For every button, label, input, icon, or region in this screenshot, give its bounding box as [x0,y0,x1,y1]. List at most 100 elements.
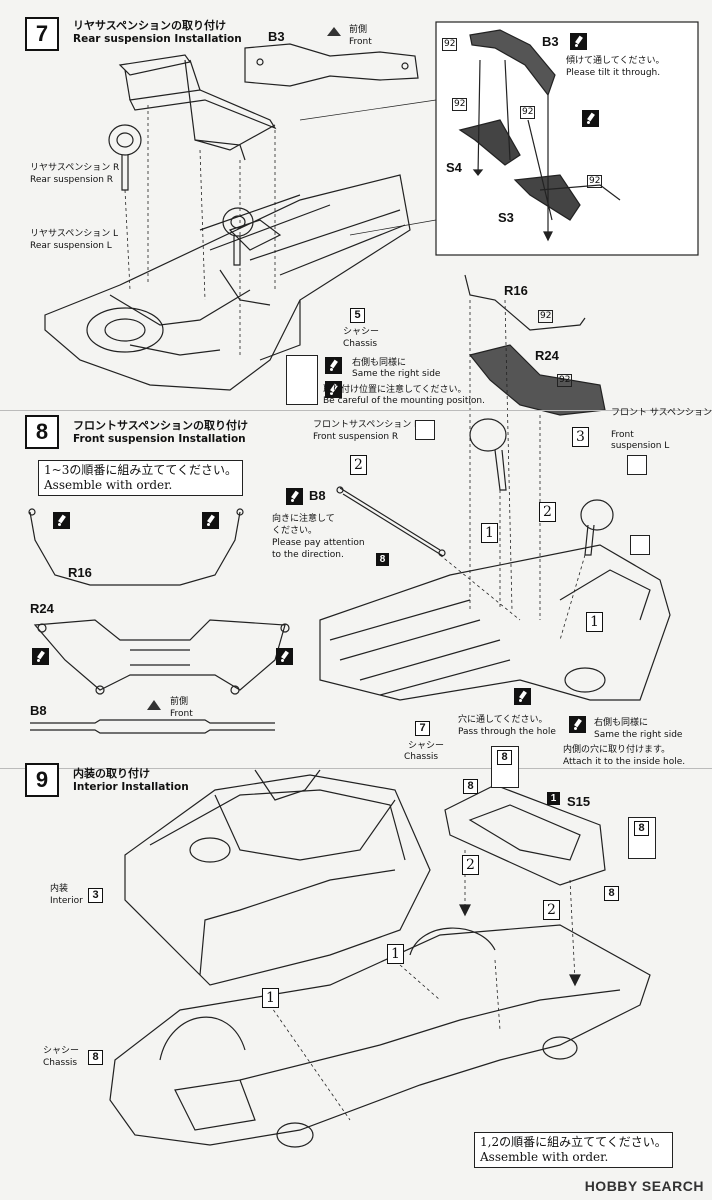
interior-tub-drawing [124,769,431,986]
front-en-2: Front [170,709,193,719]
step-8-title-jp: フロントサスペンションの取り付け [73,419,249,432]
chassis-part-number: 5 [350,308,365,323]
s15-label: S15 [567,794,591,809]
order-note: 1~3の順番に組み立ててください。 Assemble with order. [38,460,243,496]
step-7-title-jp: リヤサスペンションの取り付け [73,19,227,32]
s3-label: S3 [498,210,514,225]
b3-part-outline [244,43,419,87]
step-8-title-en: Front suspension Installation [73,433,246,445]
tag-92-b: 92 [557,374,573,387]
direction-en-2: to the direction. [272,550,344,560]
detail-8-d: 8 [604,886,619,901]
front-suspension-r-en: Front suspension R [313,432,399,442]
mount-detail-box [286,355,318,405]
floor-chassis-drawing [109,924,651,1148]
chassis-num-7: 7 [415,721,430,736]
front-strut-l [580,499,614,556]
rear-suspension-member [118,54,277,161]
direction-jp-1: 向きに注意して [272,514,335,524]
chassis-jp-2: シャシー [408,741,445,751]
order-note-2: 1,2の順番に組み立ててください。 Assemble with order. [474,1132,673,1168]
chassis-part-8: 8 [88,1050,103,1065]
b3-label: B3 [268,29,285,44]
seq-2-b: 2 [543,900,560,920]
rear-strut-l [222,207,254,266]
chassis-en: Chassis [343,339,378,349]
r24-member-outline [33,619,290,695]
glue-icon-1 [53,512,70,529]
sequence-2-right: 2 [539,502,556,522]
rear-suspension-l-en: Rear suspension L [30,241,112,251]
front-arrow-icon [327,27,341,36]
interior-en: Interior [50,896,83,906]
caution-icon [325,357,342,374]
r16-front-label: R16 [504,283,528,298]
step-9-title-en: Interior Installation [73,781,189,793]
inside-en: Attach it to the inside hole. [563,757,686,767]
rear-suspension-r-jp: リヤサスペンション R [30,163,120,173]
interior-guide-lines [269,850,576,1121]
front-arrow-icon-2 [147,700,161,710]
r24-label: R24 [30,601,54,616]
caution-icon-2 [325,381,342,398]
hole-jp: 穴に通してください。 [458,715,548,725]
rear-suspension-l-jp: リヤサスペンション L [30,229,119,239]
sequence-1-b: 1 [586,612,603,632]
front-stabilizer-r16 [464,274,586,331]
step-separator [0,410,712,411]
inset-b3-label: B3 [542,34,559,49]
inset-caution-icon [582,110,599,127]
front-en: Front [349,37,372,47]
no-glue-icon-3 [630,535,650,555]
front-suspension-l-en2: suspension L [611,441,670,451]
part-num-1: 1 [547,792,560,805]
r16-label: R16 [68,565,92,580]
step-8-number: 8 [25,415,59,449]
detail-8-c: 8 [634,821,649,836]
inside-jp: 内側の穴に取り付けます。 [563,745,671,755]
glue-icon-3 [32,648,49,665]
sequence-1-a: 1 [481,523,498,543]
inset-tag-92-c: 92 [520,106,536,119]
tilt-en: Please tilt it through. [566,68,661,78]
chassis-jp-3: シャシー [43,1046,80,1056]
part-num-8: 8 [376,553,389,566]
glue-icon-4 [276,648,293,665]
same-right-jp-2: 右側も同様に [594,718,649,728]
order-jp-2: 1,2の順番に組み立ててください。 [480,1135,667,1149]
b8-label: B8 [30,703,47,718]
order-jp: 1~3の順番に組み立ててください。 [44,463,237,477]
direction-jp-2: ください。 [272,526,318,536]
rear-strut-r [108,124,142,191]
interior-part-3: 3 [88,888,103,903]
front-suspension-l-jp: フロント サスペンション L [611,408,712,418]
watermark: HOBBY SEARCH [584,1178,704,1194]
rear-chassis-drawing [44,174,411,391]
front-jp: 前側 [349,25,368,35]
inset-tag-92-d: 92 [587,175,603,188]
seq-2-a: 2 [462,855,479,875]
tilt-jp: 傾けて通してください。 [566,56,665,66]
step-9-number: 9 [25,763,59,797]
inset-tag-92-b: 92 [452,98,468,111]
hole-caution-icon [514,688,531,705]
sequence-2-left: 2 [350,455,367,475]
detail-8-box-a [491,746,519,788]
interior-jp: 内装 [50,884,69,894]
detail-8-b: 8 [463,779,478,794]
seq-1-b: 1 [262,988,279,1008]
b8-tie-bar-drawing [336,486,446,557]
direction-caution-icon [286,488,303,505]
front-jp-2: 前側 [170,697,189,707]
order-en-2: Assemble with order. [480,1150,609,1164]
r16-stabilizer-outline [28,508,244,586]
s4-label: S4 [446,160,462,175]
inset-drawing [458,29,621,242]
chassis-en-3: Chassis [43,1058,78,1068]
same-right-jp: 右側も同様に [352,358,407,368]
hole-en: Pass through the hole [458,727,556,737]
glue-icon-2 [202,512,219,529]
b8-bar-outline [30,719,275,734]
sequence-3: 3 [572,427,589,447]
careful-en: Be careful of the mounting position. [323,396,485,406]
